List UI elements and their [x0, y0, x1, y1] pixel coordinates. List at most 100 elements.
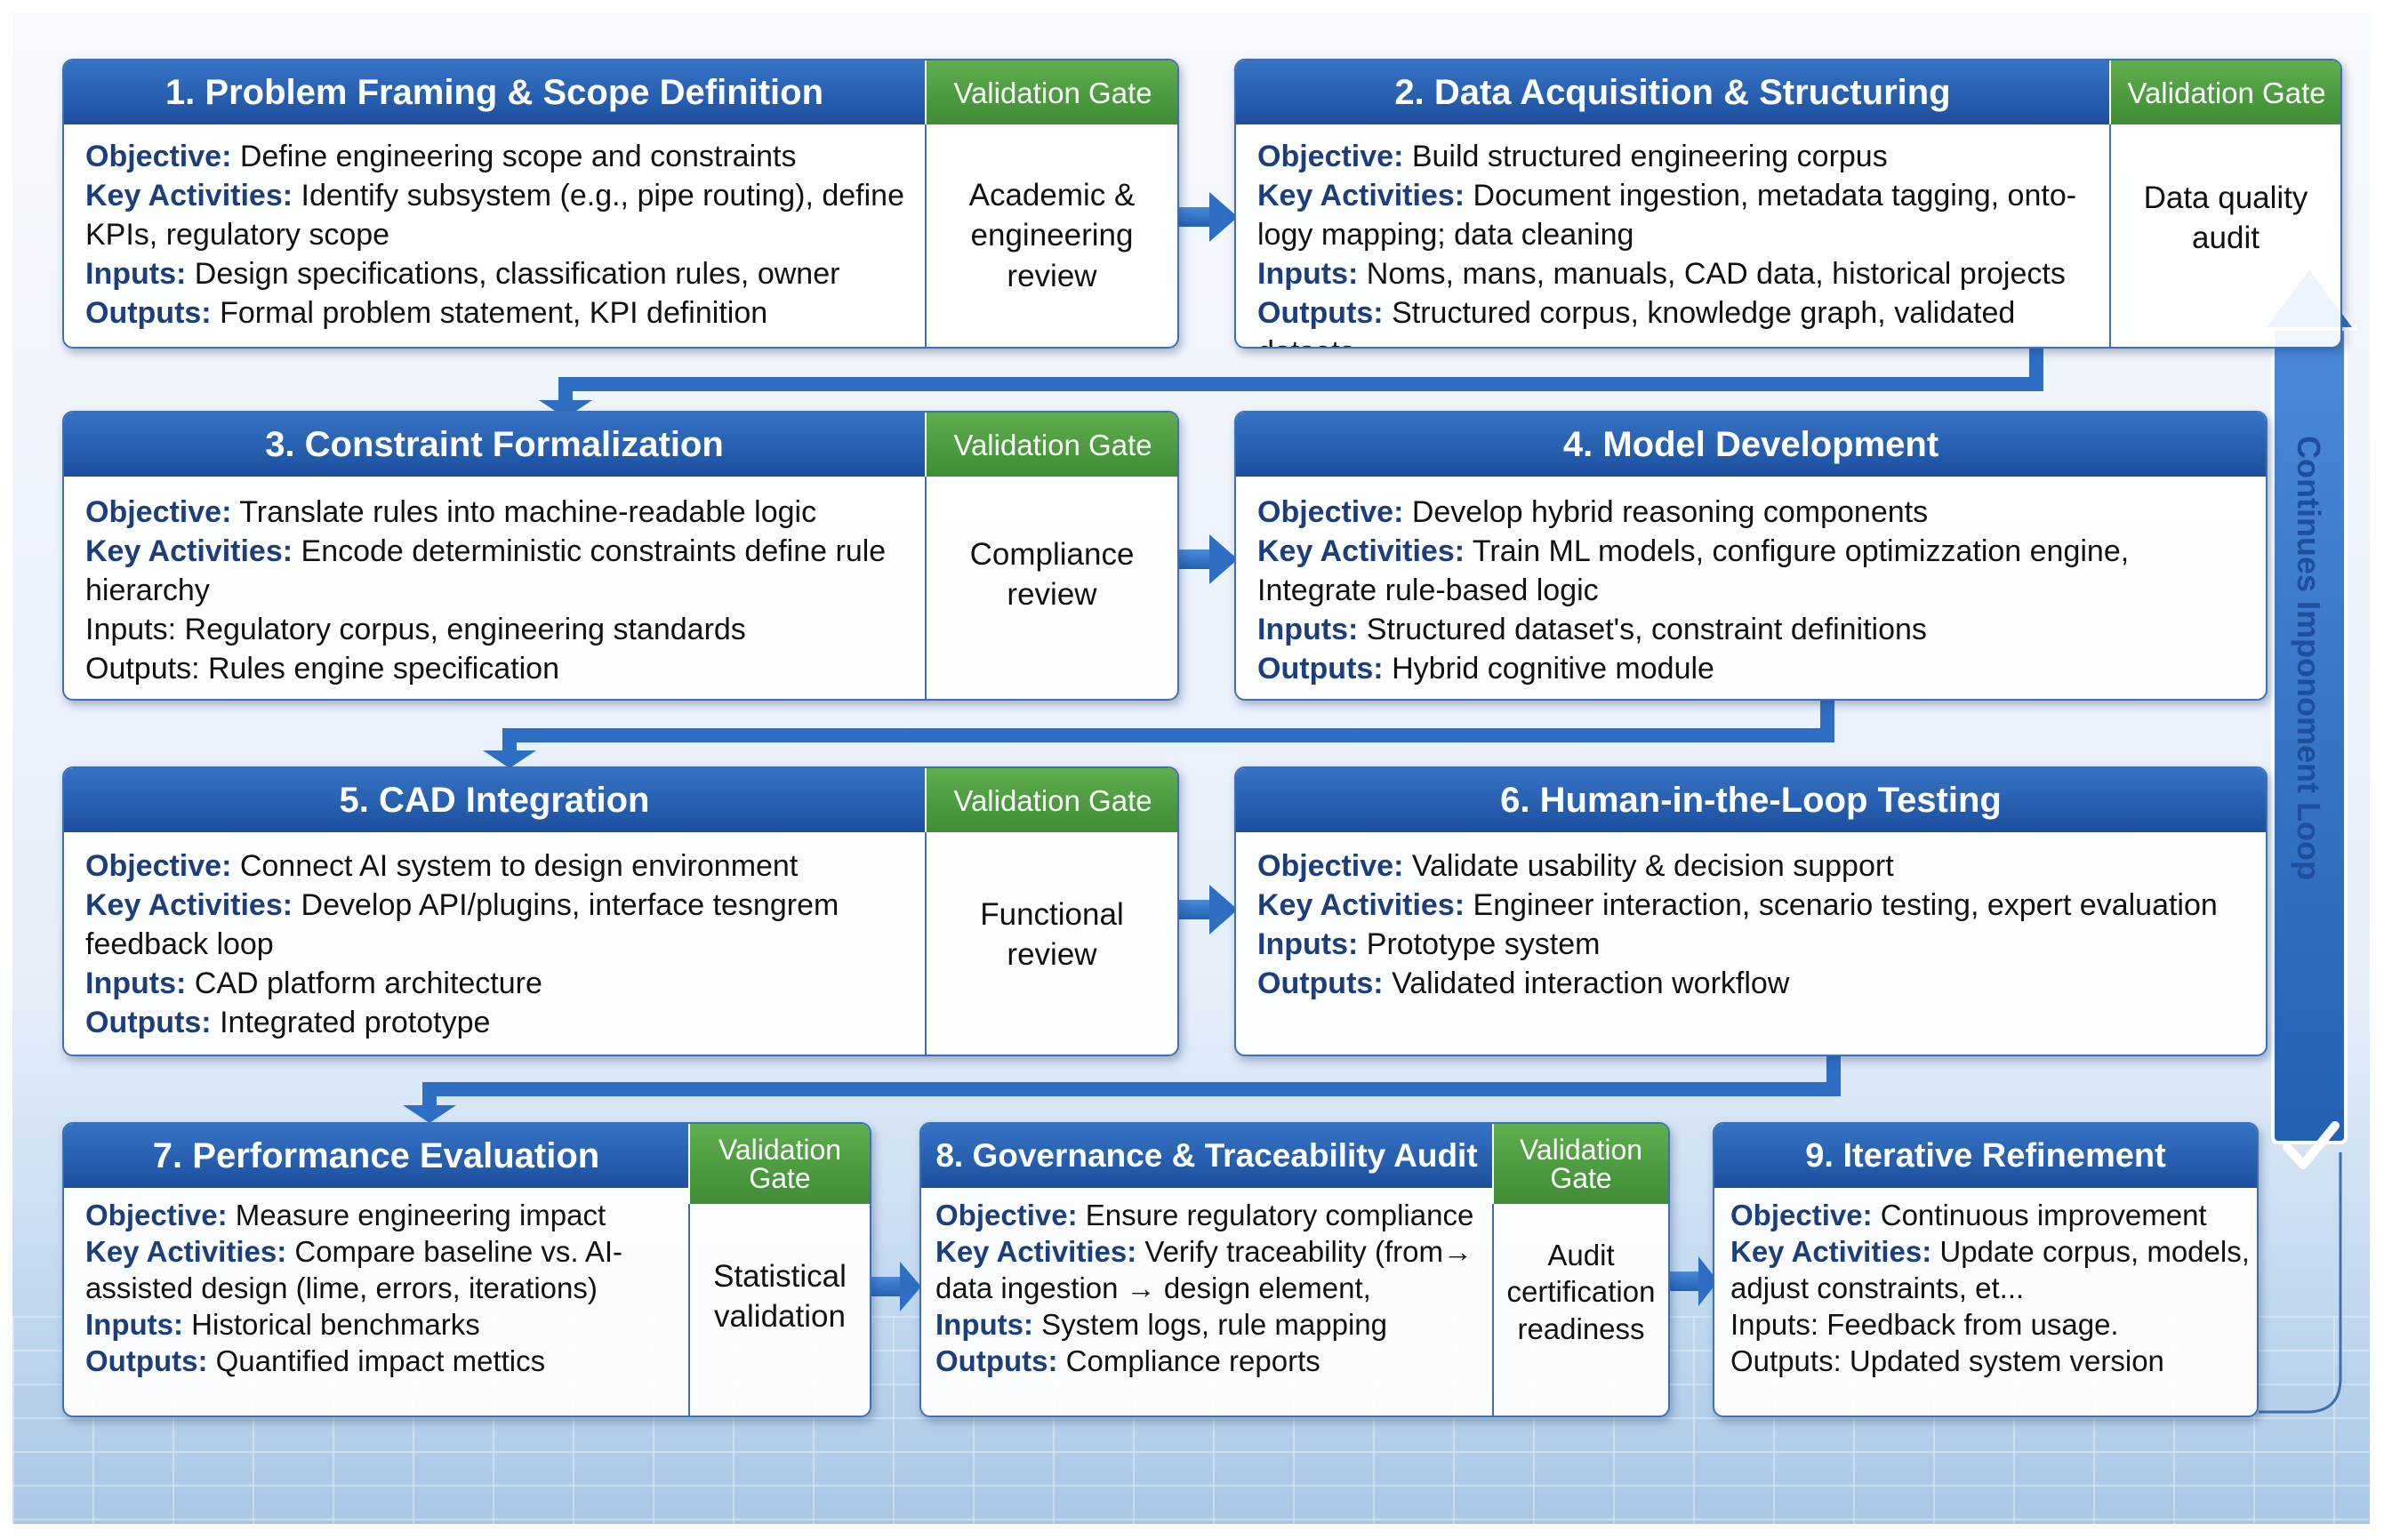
- inputs-label: Inputs:: [85, 257, 187, 291]
- step-9-body: Objective: Continuous improvement Key Ac…: [1730, 1197, 2255, 1379]
- step-2-inputs: Noms, mans, manuals, CAD data, historica…: [1366, 257, 2066, 291]
- step-4-outputs: Hybrid cognitive module: [1392, 652, 1714, 686]
- arrow-8-to-9: [1670, 1256, 1718, 1306]
- step-4-title: 4. Model Development: [1236, 413, 2266, 477]
- objective-label: Objective:: [85, 1199, 228, 1231]
- step-5-objective: Connect AI system to design environment: [239, 849, 799, 883]
- activities-label: Key Activities:: [1257, 888, 1465, 922]
- step-6-inputs: Prototype system: [1366, 927, 1601, 961]
- outputs-label: Outputs:: [1257, 967, 1384, 1000]
- arrow-1-to-2: [1179, 192, 1238, 242]
- objective-label: Objective:: [935, 1199, 1078, 1231]
- step-5-activities: Develop API/plugins, interface tesngrem …: [85, 888, 839, 961]
- step-1-gate-text: Academic & engineering review: [925, 124, 1177, 347]
- step-6-activities: Engineer interaction, scenario testing, …: [1473, 888, 2218, 922]
- objective-label: Objective:: [85, 849, 232, 883]
- step-3-inputs: Regulatory corpus, engineering standards: [184, 613, 746, 646]
- step-7-objective: Measure engineering impact: [235, 1199, 606, 1231]
- step-9-objective: Continuous improvement: [1880, 1199, 2207, 1231]
- step-2-objective: Build structured engineering corpus: [1411, 140, 1888, 173]
- step-3-activities: Encode deterministic constraints define …: [85, 534, 887, 607]
- step-1-validation-gate: Validation Gate: [925, 60, 1177, 124]
- step-1-outputs: Formal problem statement, KPI definition: [220, 296, 768, 330]
- inputs-label: Inputs:: [85, 613, 177, 646]
- inputs-label: Inputs:: [85, 1308, 183, 1341]
- objective-label: Objective:: [85, 140, 232, 173]
- loop-label-text: Continues Imponoment Loop: [2291, 436, 2328, 880]
- step-1-body: Objective: Define engineering scope and …: [85, 137, 918, 333]
- activities-label: Key Activities:: [85, 534, 293, 568]
- step-6-objective: Validate usability & decision support: [1411, 849, 1894, 883]
- step-8-title: 8. Governance & Traceability Audit: [921, 1124, 1492, 1188]
- step-6-body: Objective: Validate usability & decision…: [1257, 846, 2253, 1003]
- step-4-inputs: Structured dataset's, constraint definit…: [1366, 613, 1927, 646]
- step-5-validation-gate: Validation Gate: [925, 768, 1177, 832]
- step-1-objective: Define engineering scope and constraints: [239, 140, 797, 173]
- step-7-title: 7. Performance Evaluation: [64, 1124, 688, 1188]
- step-7-card: 7. Performance Evaluation Validation Gat…: [62, 1122, 871, 1417]
- checkmark-icon: [2283, 1121, 2340, 1169]
- step-8-gate-text: Audit certification readiness: [1492, 1204, 1668, 1416]
- elbow-arrow-2-to-3: [539, 345, 2043, 418]
- outputs-label: Outputs:: [85, 296, 212, 330]
- step-9-title: 9. Iterative Refinement: [1714, 1124, 2257, 1188]
- step-6-title: 6. Human-in-the-Loop Testing: [1236, 768, 2266, 832]
- step-8-objective: Ensure regulatory compliance: [1085, 1199, 1474, 1231]
- step-8-activities: Verify traceability (from→ data ingestio…: [935, 1235, 1473, 1304]
- step-4-activities: Train ML models, configure optimizzation…: [1257, 534, 2130, 607]
- activities-label: Key Activities:: [1257, 534, 1465, 568]
- step-2-validation-gate: Validation Gate: [2109, 60, 2340, 124]
- step-4-card: 4. Model Development Objective: Develop …: [1234, 411, 2268, 701]
- step-2-body: Objective: Build structured engineering …: [1257, 137, 2102, 347]
- arrow-7-to-8: [871, 1262, 921, 1311]
- step-8-inputs: System logs, rule mapping: [1041, 1308, 1388, 1341]
- step-1-inputs: Design specifications, classification ru…: [194, 257, 840, 291]
- inputs-label: Inputs:: [1257, 613, 1359, 646]
- outputs-label: Outputs:: [1257, 296, 1384, 330]
- step-3-card: 3. Constraint Formalization Validation G…: [62, 411, 1179, 701]
- elbow-arrow-4-to-5: [483, 701, 1834, 768]
- objective-label: Objective:: [85, 495, 232, 529]
- inputs-label: Inputs:: [85, 967, 187, 1000]
- step-5-body: Objective: Connect AI system to design e…: [85, 846, 918, 1042]
- activities-label: Key Activities:: [85, 888, 293, 922]
- outputs-label: Outputs:: [1257, 652, 1384, 686]
- step-8-card: 8. Governance & Traceability Audit Valid…: [919, 1122, 1670, 1417]
- step-5-outputs: Integrated prototype: [220, 1006, 491, 1039]
- inputs-label: Inputs:: [1730, 1308, 1819, 1341]
- step-2-title: 2. Data Acquisition & Structuring: [1236, 60, 2109, 124]
- step-9-inputs: Feedback from usage.: [1826, 1308, 2119, 1341]
- step-7-inputs: Historical benchmarks: [191, 1308, 480, 1341]
- arrow-5-to-6: [1179, 885, 1238, 934]
- step-1-card: 1. Problem Framing & Scope Definition Va…: [62, 59, 1179, 349]
- loop-label: Continues Imponoment Loop: [2255, 382, 2362, 934]
- step-8-body: Objective: Ensure regulatory compliance …: [935, 1197, 1490, 1379]
- activities-label: Key Activities:: [1730, 1235, 1932, 1268]
- inputs-label: Inputs:: [1257, 927, 1359, 961]
- step-5-title: 5. CAD Integration: [64, 768, 925, 832]
- step-8-validation-gate: Validation Gate: [1492, 1124, 1668, 1204]
- step-3-body: Objective: Translate rules into machine-…: [85, 493, 918, 688]
- step-7-gate-text: Statistical validation: [688, 1204, 870, 1416]
- activities-label: Key Activities:: [1257, 179, 1465, 213]
- step-2-activities: Document ingestion, metadata tagging, on…: [1257, 179, 2077, 252]
- outputs-label: Outputs:: [1730, 1344, 1842, 1377]
- arrow-3-to-4: [1179, 534, 1238, 584]
- step-2-gate-text: Data quality audit: [2109, 124, 2340, 347]
- step-3-gate-text: Compliance review: [925, 477, 1177, 699]
- step-5-card: 5. CAD Integration Validation Gate Funct…: [62, 766, 1179, 1056]
- step-6-card: 6. Human-in-the-Loop Testing Objective: …: [1234, 766, 2268, 1056]
- step-7-validation-gate: Validation Gate: [688, 1124, 870, 1204]
- activities-label: Key Activities:: [85, 1235, 287, 1268]
- objective-label: Objective:: [1257, 140, 1404, 173]
- step-2-card: 2. Data Acquisition & Structuring Valida…: [1234, 59, 2342, 349]
- activities-label: Key Activities:: [935, 1235, 1137, 1268]
- step-5-gate-text: Functional review: [925, 832, 1177, 1055]
- step-6-outputs: Validated interaction workflow: [1392, 967, 1790, 1000]
- activities-label: Key Activities:: [85, 179, 293, 213]
- step-2-outputs: Structured corpus, knowledge graph, vali…: [1257, 296, 2016, 347]
- outputs-label: Outputs:: [85, 652, 200, 686]
- objective-label: Objective:: [1257, 495, 1404, 529]
- inputs-label: Inputs:: [935, 1308, 1033, 1341]
- step-3-outputs: Rules engine specification: [207, 652, 559, 686]
